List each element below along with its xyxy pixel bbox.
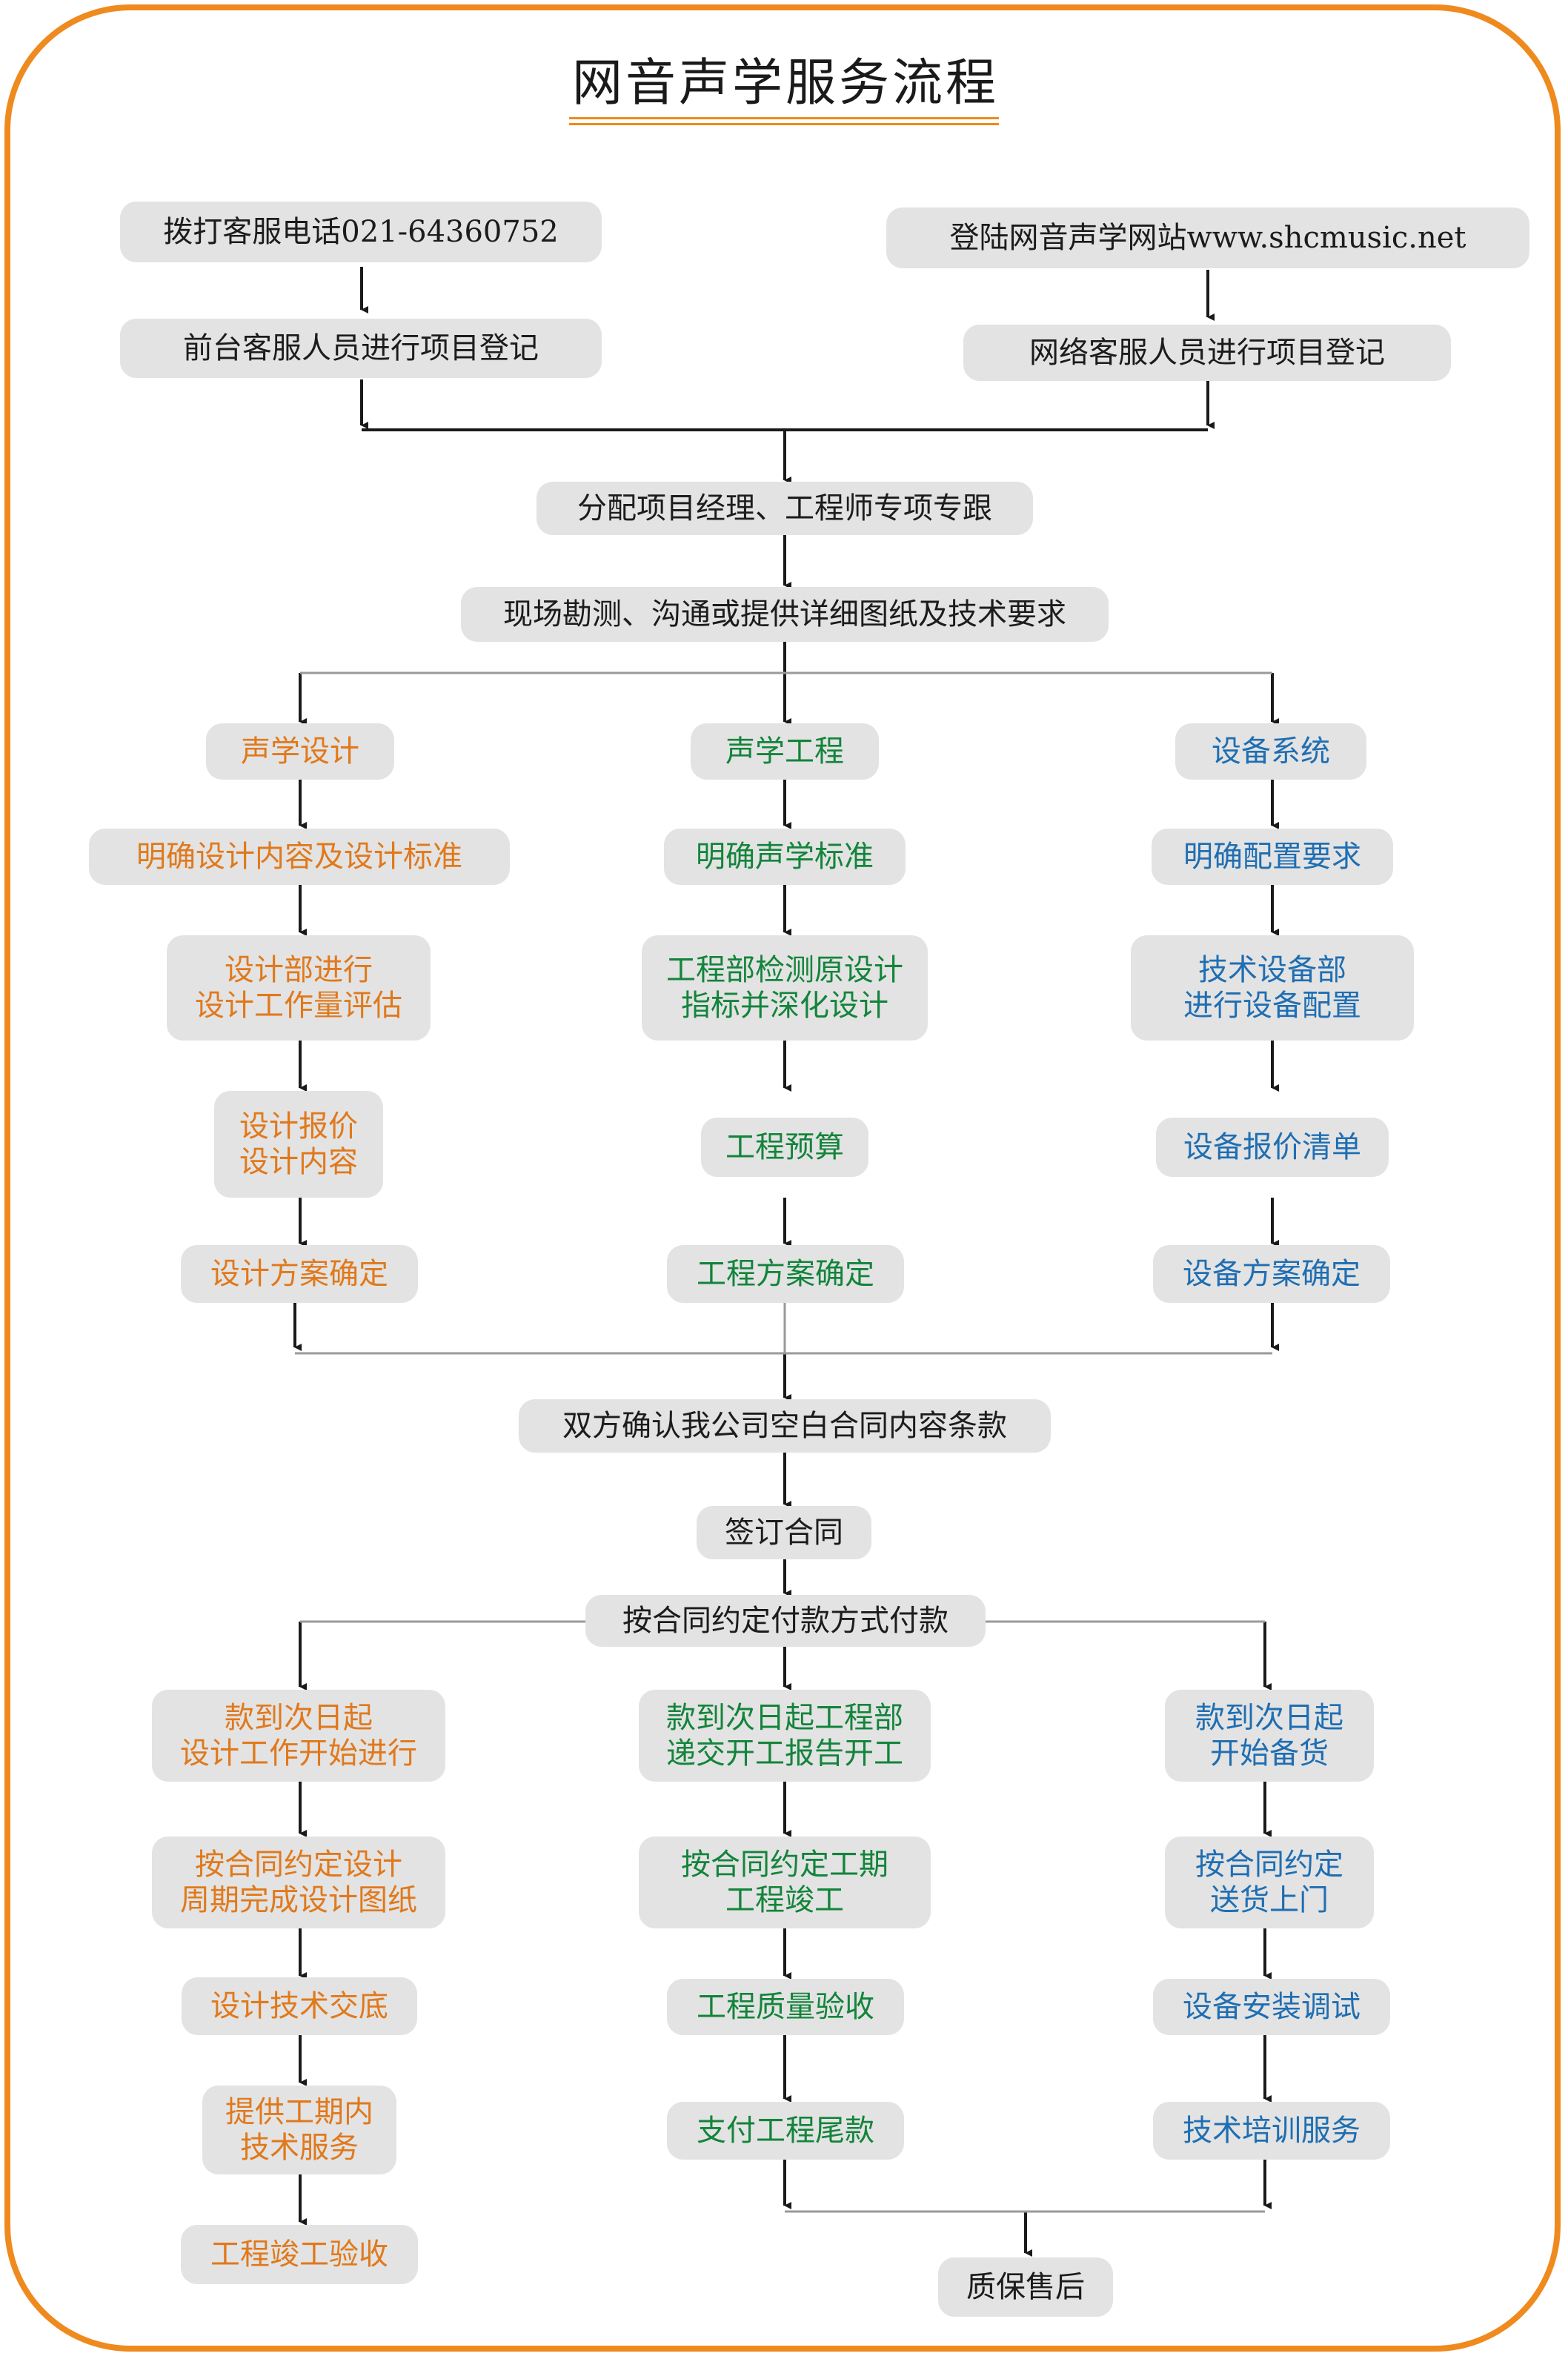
design-step-1: 明确设计内容及设计标准 bbox=[89, 829, 510, 885]
engineering-pay-step-3: 工程质量验收 bbox=[667, 1979, 904, 2035]
design-step-2: 设计部进行 设计工作量评估 bbox=[167, 935, 431, 1041]
engineering-pay-step-4: 支付工程尾款 bbox=[667, 2102, 904, 2160]
title-underline bbox=[569, 117, 999, 119]
website-step: 登陆网音声学网站www.shcmusic.net bbox=[886, 208, 1529, 268]
page-frame bbox=[4, 4, 1561, 2352]
sign-contract-step: 签订合同 bbox=[697, 1506, 871, 1559]
design-pay-step-1: 款到次日起 设计工作开始进行 bbox=[152, 1690, 445, 1782]
engineering-pay-step-1: 款到次日起工程部 递交开工报告开工 bbox=[639, 1690, 931, 1782]
equipment-pay-step-4: 技术培训服务 bbox=[1153, 2102, 1390, 2160]
design-step-3: 设计报价 设计内容 bbox=[214, 1091, 383, 1198]
equipment-pay-step-2: 按合同约定 送货上门 bbox=[1165, 1837, 1374, 1928]
payment-step: 按合同约定付款方式付款 bbox=[585, 1595, 986, 1647]
design-pay-step-4: 提供工期内 技术服务 bbox=[202, 2086, 396, 2174]
confirm-contract-step: 双方确认我公司空白合同内容条款 bbox=[519, 1399, 1051, 1453]
design-head: 声学设计 bbox=[206, 723, 394, 780]
front-desk-registration: 前台客服人员进行项目登记 bbox=[120, 319, 602, 378]
phone-step: 拨打客服电话021-64360752 bbox=[120, 202, 602, 262]
online-registration: 网络客服人员进行项目登记 bbox=[963, 325, 1451, 381]
page-title: 网音声学服务流程 bbox=[571, 54, 999, 113]
engineering-step-4: 工程方案确定 bbox=[667, 1245, 904, 1303]
equipment-step-4: 设备方案确定 bbox=[1153, 1245, 1390, 1303]
engineering-step-2: 工程部检测原设计 指标并深化设计 bbox=[642, 935, 928, 1041]
engineering-pay-step-2: 按合同约定工期 工程竣工 bbox=[639, 1837, 931, 1928]
equipment-step-1: 明确配置要求 bbox=[1152, 829, 1393, 885]
engineering-head: 声学工程 bbox=[691, 723, 879, 780]
design-pay-step-5: 工程竣工验收 bbox=[181, 2225, 418, 2284]
equipment-step-2: 技术设备部 进行设备配置 bbox=[1131, 935, 1414, 1041]
design-step-4: 设计方案确定 bbox=[181, 1245, 418, 1303]
design-pay-step-3: 设计技术交底 bbox=[182, 1977, 417, 2035]
equipment-pay-step-3: 设备安装调试 bbox=[1153, 1979, 1390, 2035]
design-pay-step-2: 按合同约定设计 周期完成设计图纸 bbox=[152, 1837, 445, 1928]
engineering-step-3: 工程预算 bbox=[701, 1118, 868, 1177]
equipment-head: 设备系统 bbox=[1175, 723, 1366, 780]
warranty-step: 质保售后 bbox=[938, 2257, 1113, 2317]
title-underline-2 bbox=[569, 123, 999, 125]
assign-manager-step: 分配项目经理、工程师专项专跟 bbox=[536, 482, 1033, 535]
equipment-pay-step-1: 款到次日起 开始备货 bbox=[1165, 1690, 1374, 1782]
equipment-step-3: 设备报价清单 bbox=[1156, 1118, 1389, 1177]
engineering-step-1: 明确声学标准 bbox=[664, 829, 906, 885]
site-survey-step: 现场勘测、沟通或提供详细图纸及技术要求 bbox=[461, 587, 1109, 642]
